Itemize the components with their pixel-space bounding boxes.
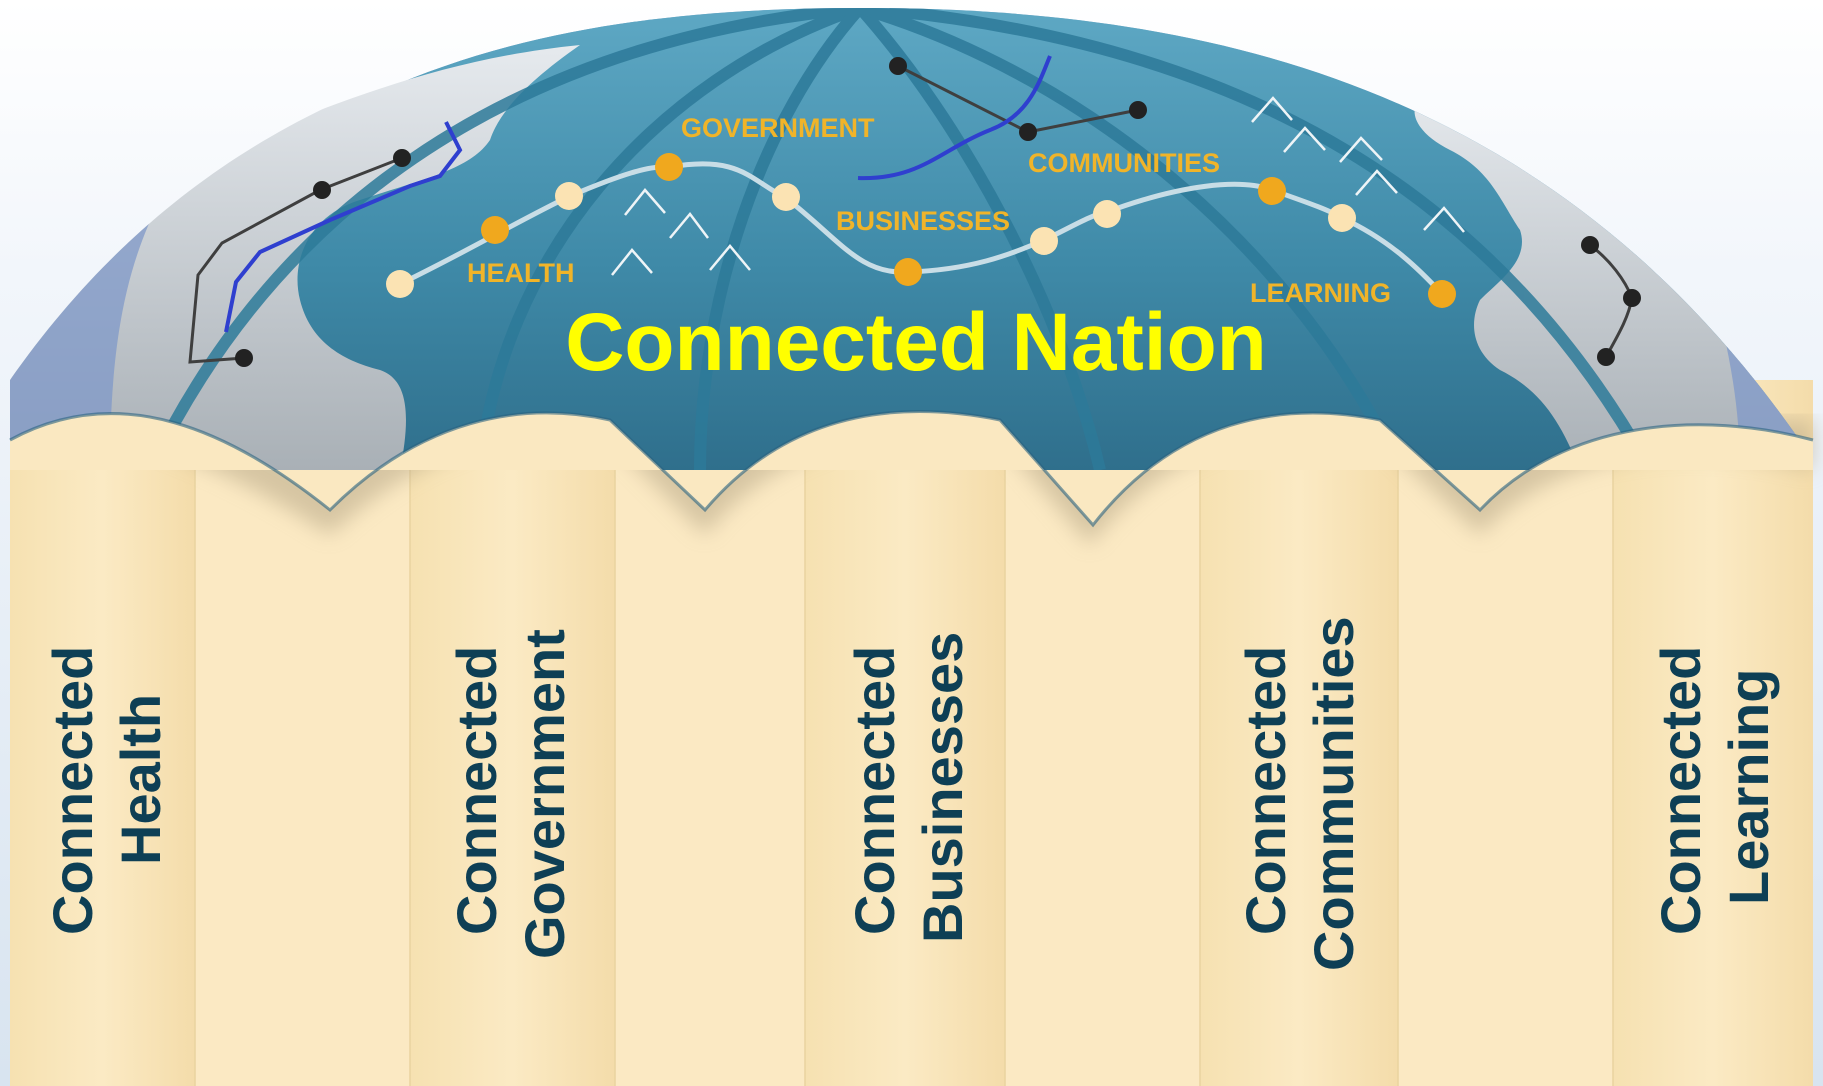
sector-label-government: GOVERNMENT [681,113,875,143]
sector-label-businesses: BUSINESSES [836,206,1010,236]
connection-wave [386,153,1456,308]
landmass-right [1414,85,1813,470]
mountain-icon [709,244,751,271]
mountain-icon [1251,96,1293,123]
column-businesses: Connected Businesses [843,632,974,943]
mountain-icon [624,188,666,216]
globe-rim-left [10,200,160,470]
globe-dome [10,8,1813,525]
network-node [1581,236,1599,254]
wave-node [655,153,683,181]
pillar-strip [1200,380,1398,1086]
wave-node [1428,280,1456,308]
mountain-marks [611,96,1465,276]
route-line [857,55,1052,181]
route-line [224,121,463,333]
network-top [857,55,1147,181]
wave-node [1258,177,1286,205]
canopy-edge [9,410,1814,528]
wave-node [1030,227,1058,255]
wave-line [398,161,1444,296]
column-label-line1: Connected [1649,646,1712,935]
meridian-line [694,8,865,470]
pillar-strip [10,380,195,1086]
mountain-icon [669,211,709,239]
network-line [188,156,403,364]
wave-node [772,183,800,211]
network-left [188,121,463,367]
column-labels: Connected Health Connected Government Co… [41,616,1780,971]
network-node [313,181,331,199]
network-node [1597,348,1615,366]
meridian-line [858,8,1406,470]
mountain-icon [611,248,653,276]
sector-label-health: HEALTH [467,258,575,288]
column-government: Connected Government [445,629,576,959]
network-node [1129,101,1147,119]
sector-label-communities: COMMUNITIES [1028,148,1220,178]
column-learning: Connected Learning [1649,646,1780,935]
column-label-line2: Health [109,694,172,865]
column-label-line1: Connected [445,646,508,935]
pillar-strip [410,380,615,1086]
network-node [1623,289,1641,307]
network-node [393,149,411,167]
pillar-strip [1613,380,1813,1086]
network-node [889,57,907,75]
globe-land [10,8,1813,470]
mountain-icon [1283,126,1326,153]
column-label-line1: Connected [843,646,906,935]
network-node [235,349,253,367]
pillar-strip [805,380,1005,1086]
column-label-line2: Government [513,629,576,959]
mountain-icon [1355,169,1398,196]
wave-node [1093,200,1121,228]
canopy-scallops [10,411,1813,525]
network-node [1019,123,1037,141]
column-label-line2: Communities [1302,616,1365,971]
column-label-line2: Learning [1717,669,1780,905]
column-label-line2: Businesses [911,632,974,943]
wave-node [555,182,583,210]
column-communities: Connected Communities [1234,616,1365,971]
meridian-line [474,8,862,470]
network-right [1581,236,1641,366]
column-label-line1: Connected [1234,646,1297,935]
wave-node [386,270,414,298]
sector-label-learning: LEARNING [1250,278,1391,308]
column-health: Connected Health [41,646,172,935]
column-label-line1: Connected [41,646,104,935]
wave-node [481,216,509,244]
diagram-title: Connected Nation [565,297,1267,388]
wave-node [1328,204,1356,232]
meridian-line [859,8,1656,470]
mountain-icon [1339,136,1383,163]
wave-node [894,258,922,286]
mountain-icon [1423,206,1465,233]
